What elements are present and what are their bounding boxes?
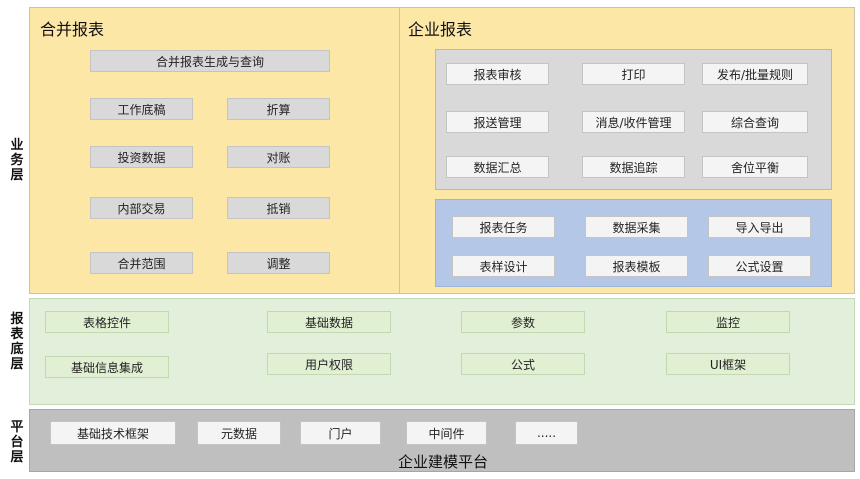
consolidated-report-title: 合并报表 [40,20,105,39]
report-base-layer-panel: 表格控件 基础数据 参数 监控 基础信息集成 用户权限 公式 UI框架 [29,298,855,405]
print-box: 打印 [582,63,685,85]
consolidated-generate-query: 合并报表生成与查询 [90,50,330,72]
basic-info-integration-box: 基础信息集成 [45,356,169,378]
data-tracking-box: 数据追踪 [582,156,685,178]
rounding-balance-box: 舍位平衡 [702,156,808,178]
more-box: ..... [515,421,578,445]
basic-tech-framework-box: 基础技术框架 [50,421,176,445]
enterprise-report-panel: 企业报表 报表审核 打印 发布/批量规则 报送管理 消息/收件管理 综合查询 数… [399,7,855,294]
portal-box: 门户 [300,421,381,445]
parameters-box: 参数 [461,311,585,333]
metadata-box: 元数据 [197,421,281,445]
enterprise-modeling-platform-title: 企业建模平台 [397,453,488,471]
publish-batch-rules-box: 发布/批量规则 [702,63,808,85]
data-summary-box: 数据汇总 [446,156,549,178]
work-paper-box: 工作底稿 [90,98,193,120]
internal-trade-box: 内部交易 [90,197,193,219]
conversion-box: 折算 [227,98,330,120]
reconciliation-box: 对账 [227,146,330,168]
enterprise-report-title: 企业报表 [408,20,473,39]
consolidated-report-panel: 合并报表 合并报表生成与查询 工作底稿 投资数据 内部交易 合并范围 折算 对账… [29,7,400,294]
middleware-box: 中间件 [406,421,487,445]
report-review-box: 报表审核 [446,63,549,85]
grid-control-box: 表格控件 [45,311,169,333]
report-base-layer-label: 报表底层 [10,312,24,372]
platform-layer-panel: 基础技术框架 元数据 门户 中间件 ..... 企业建模平台 [29,409,855,472]
consolidation-scope-box: 合并范围 [90,252,193,274]
ui-framework-box: UI框架 [666,353,790,375]
enterprise-function-group: 报表审核 打印 发布/批量规则 报送管理 消息/收件管理 综合查询 数据汇总 数… [435,49,832,190]
offset-box: 抵销 [227,197,330,219]
basic-data-box: 基础数据 [267,311,391,333]
submission-management-box: 报送管理 [446,111,549,133]
business-layer-label: 业务层 [10,138,24,183]
data-collection-box: 数据采集 [585,216,688,238]
template-design-box: 表样设计 [452,255,555,277]
enterprise-config-group: 报表任务 数据采集 导入导出 表样设计 报表模板 公式设置 [435,199,832,287]
adjustment-box: 调整 [227,252,330,274]
formula-box: 公式 [461,353,585,375]
monitoring-box: 监控 [666,311,790,333]
message-inbox-management-box: 消息/收件管理 [582,111,685,133]
platform-layer-label: 平台层 [10,420,24,465]
report-template-box: 报表模板 [585,255,688,277]
comprehensive-query-box: 综合查询 [702,111,808,133]
import-export-box: 导入导出 [708,216,811,238]
formula-settings-box: 公式设置 [708,255,811,277]
user-permissions-box: 用户权限 [267,353,391,375]
report-task-box: 报表任务 [452,216,555,238]
investment-data-box: 投资数据 [90,146,193,168]
